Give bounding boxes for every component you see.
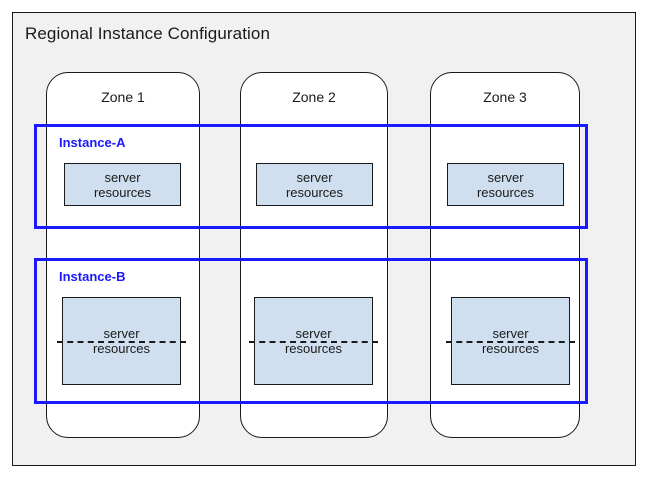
- page-title: Regional Instance Configuration: [25, 24, 271, 43]
- instance-label-a: Instance-A: [59, 135, 126, 150]
- resource-line-1: server: [104, 169, 141, 185]
- replication-dashed-line: [446, 341, 575, 343]
- resource-box-b-zone2[interactable]: server resources: [249, 297, 378, 385]
- zone-title-2: Zone 2: [292, 89, 336, 105]
- resource-box-b-zone3[interactable]: server resources: [446, 297, 575, 385]
- resource-line-1: server: [295, 326, 332, 341]
- instance-band-b[interactable]: Instance-B: [34, 258, 588, 404]
- zone-title-1: Zone 1: [101, 89, 145, 105]
- resource-line-1: server: [103, 326, 140, 341]
- zone-title-3: Zone 3: [483, 89, 527, 105]
- resource-line-1: server: [296, 169, 333, 185]
- resource-box-a-zone1[interactable]: server resources: [64, 163, 181, 206]
- instance-label-b: Instance-B: [59, 269, 126, 284]
- replication-dashed-line: [57, 341, 186, 343]
- instance-band-a[interactable]: Instance-A: [34, 124, 588, 229]
- resource-box-a-zone3[interactable]: server resources: [447, 163, 564, 206]
- replication-dashed-line: [249, 341, 378, 343]
- resource-line-2: resources: [476, 184, 535, 200]
- resource-line-2: resources: [92, 341, 151, 356]
- resource-line-2: resources: [93, 184, 152, 200]
- resource-line-1: server: [487, 169, 524, 185]
- resource-box-a-zone2[interactable]: server resources: [256, 163, 373, 206]
- resource-line-2: resources: [284, 341, 343, 356]
- resource-box-b-zone1[interactable]: server resources: [57, 297, 186, 385]
- resource-line-2: resources: [285, 184, 344, 200]
- resource-line-1: server: [492, 326, 529, 341]
- resource-line-2: resources: [481, 341, 540, 356]
